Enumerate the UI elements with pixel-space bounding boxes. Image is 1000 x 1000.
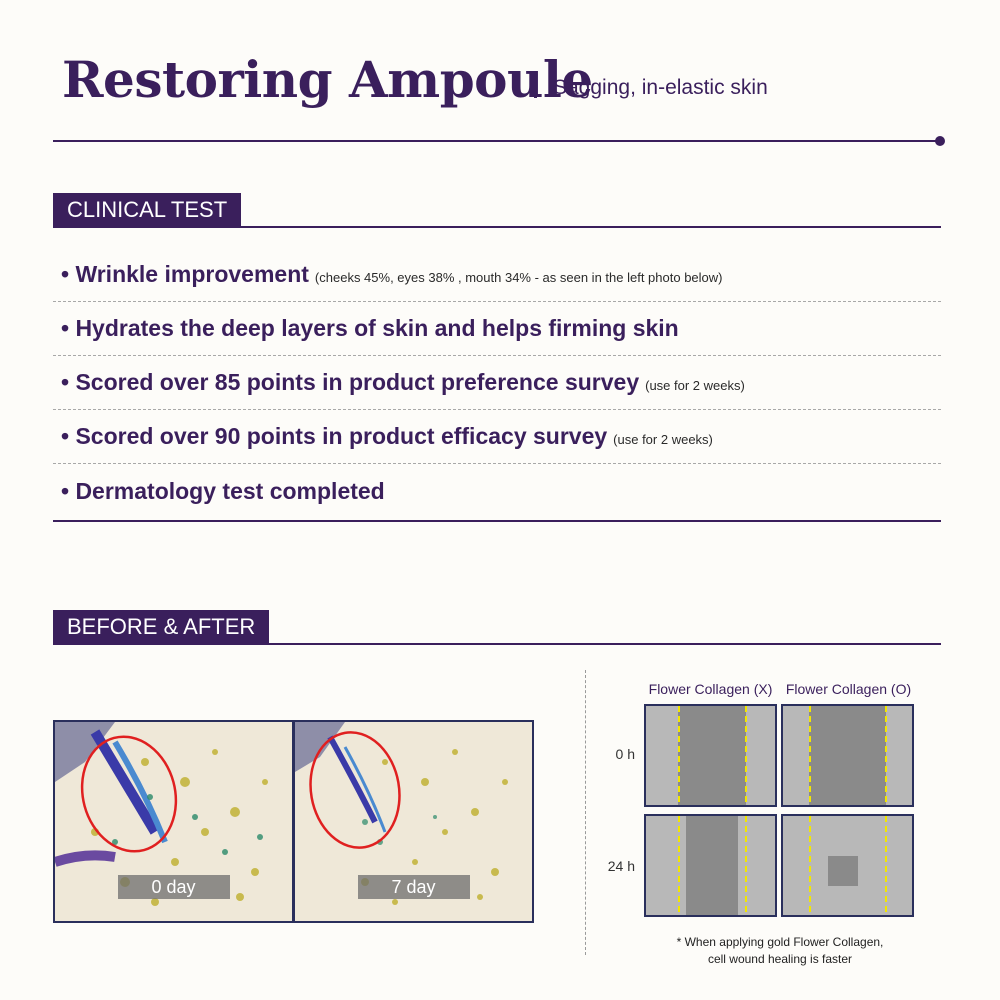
page-subtitle: Sagging, in-elastic skin bbox=[553, 76, 768, 99]
day-label-7: 7 day bbox=[357, 875, 470, 899]
clinical-item-note: (cheeks 45%, eyes 38% , mouth 34% - as s… bbox=[314, 270, 723, 285]
clinical-item-text: • Scored over 85 points in product prefe… bbox=[61, 369, 640, 395]
day-label-0: 0 day bbox=[117, 875, 230, 899]
skin-photo-comparison: 0 day 7 day bbox=[53, 720, 534, 923]
header-rule-dot bbox=[935, 136, 945, 146]
clinical-item: • Scored over 90 points in product effic… bbox=[53, 410, 941, 464]
footnote-line-1: * When applying gold Flower Collagen, bbox=[676, 935, 884, 949]
section-divider bbox=[585, 670, 586, 955]
clinical-test-bottom-rule bbox=[53, 520, 941, 522]
clinical-item-note: (use for 2 weeks) bbox=[645, 378, 745, 393]
cell-image-24h-without bbox=[644, 814, 777, 917]
row-header-24h: 24 h bbox=[607, 858, 635, 874]
before-after-heading: BEFORE & AFTER bbox=[53, 610, 270, 644]
clinical-test-heading: CLINICAL TEST bbox=[53, 193, 242, 227]
page-title: Restoring Ampoule bbox=[62, 50, 593, 109]
row-header-0h: 0 h bbox=[615, 746, 635, 762]
clinical-item-note: (use for 2 weeks) bbox=[613, 432, 713, 447]
column-header-without-collagen: Flower Collagen (X) bbox=[648, 681, 773, 697]
clinical-test-rule bbox=[53, 226, 941, 228]
clinical-item: • Wrinkle improvement (cheeks 45%, eyes … bbox=[53, 248, 941, 302]
header-rule bbox=[53, 140, 940, 142]
clinical-item: • Hydrates the deep layers of skin and h… bbox=[53, 302, 941, 356]
clinical-item: • Scored over 85 points in product prefe… bbox=[53, 356, 941, 410]
clinical-item-text: • Dermatology test completed bbox=[61, 477, 385, 504]
clinical-item-text: • Wrinkle improvement bbox=[61, 261, 309, 287]
clinical-item-text: • Scored over 90 points in product effic… bbox=[61, 423, 608, 449]
skin-photo-before: 0 day bbox=[55, 722, 292, 921]
before-after-rule bbox=[53, 643, 941, 645]
column-header-with-collagen: Flower Collagen (O) bbox=[785, 681, 912, 697]
clinical-item: • Dermatology test completed bbox=[53, 464, 941, 518]
cell-image-0h-with bbox=[781, 704, 914, 807]
title-separator bbox=[534, 78, 537, 98]
cell-image-0h-without bbox=[644, 704, 777, 807]
cell-test-footnote: * When applying gold Flower Collagen, ce… bbox=[660, 934, 900, 968]
clinical-item-text: • Hydrates the deep layers of skin and h… bbox=[61, 315, 679, 341]
cell-image-24h-with bbox=[781, 814, 914, 917]
footnote-line-2: cell wound healing is faster bbox=[707, 952, 853, 966]
skin-photo-after: 7 day bbox=[295, 722, 532, 921]
